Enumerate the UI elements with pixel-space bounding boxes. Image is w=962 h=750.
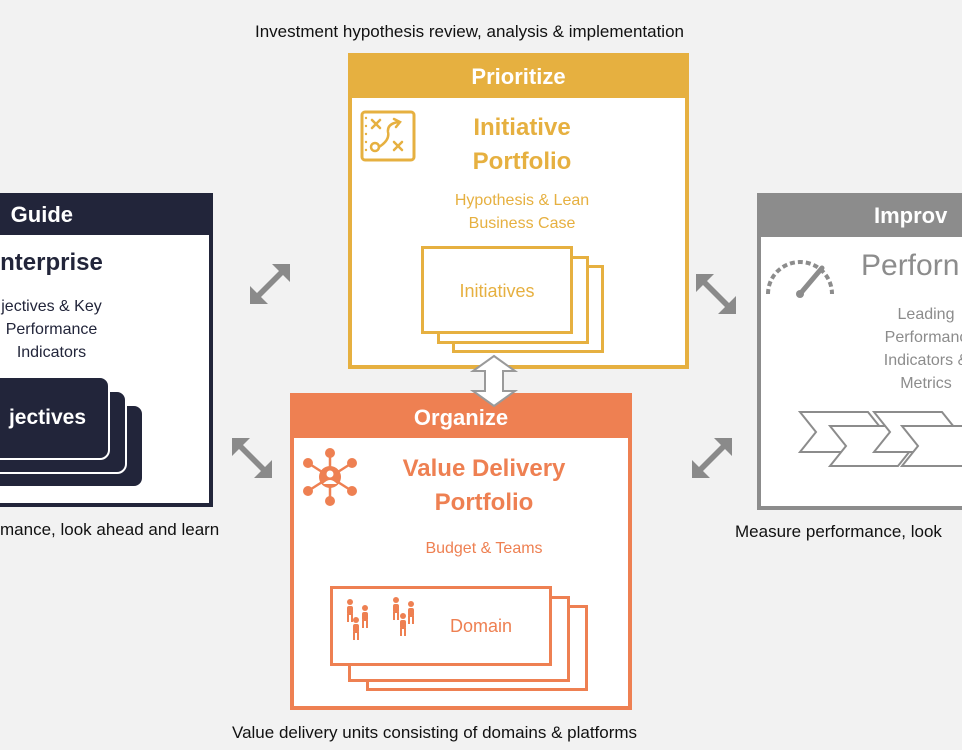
guide-card-front: jectives — [0, 376, 110, 460]
improve-header: Improv — [757, 193, 962, 237]
improve-desc-line2: Performanc — [884, 329, 962, 346]
prioritize-desc: Hypothesis & Lean Business Case — [422, 189, 622, 235]
caption-top: Investment hypothesis review, analysis &… — [255, 22, 684, 41]
guide-desc-line2: Performance — [5, 321, 98, 338]
diagonal-arrow-top-right — [696, 274, 736, 314]
prioritize-title-line1: Initiative — [473, 114, 571, 141]
caption-left: mance, look ahead and learn — [0, 520, 220, 539]
strategy-plan-icon — [360, 110, 416, 162]
guide-title: nterprise — [0, 249, 103, 276]
prioritize-header-label: Prioritize — [471, 64, 566, 89]
chevron-process-icon — [797, 411, 962, 467]
organize-header: Organize — [290, 393, 632, 438]
prioritize-desc-line2: Business Case — [468, 215, 576, 232]
improve-desc-line3: Indicators & — [883, 352, 962, 369]
organize-title-line2: Portfolio — [434, 489, 534, 516]
caption-bottom: Value delivery units consisting of domai… — [232, 723, 638, 742]
diagonal-arrow-bottom-left — [232, 438, 272, 478]
organize-title: Value Delivery Portfolio — [374, 452, 594, 520]
improve-desc-line4: Metrics — [900, 375, 952, 392]
domain-card-label: Domain — [449, 616, 513, 636]
improve-title: Perforn — [861, 249, 960, 282]
prioritize-header: Prioritize — [348, 53, 689, 98]
people-group-icon — [347, 597, 414, 640]
improve-desc: Leading Performanc Indicators & Metrics — [851, 303, 962, 395]
guide-desc-line3: Indicators — [16, 344, 87, 361]
improve-header-label: Improv — [874, 203, 948, 228]
prioritize-title: Initiative Portfolio — [442, 111, 602, 179]
caption-right: Measure performance, look — [735, 522, 942, 541]
prioritize-title-line2: Portfolio — [472, 148, 572, 175]
guide-card-label: jectives — [8, 406, 86, 429]
diagonal-arrow-top-left — [250, 264, 290, 304]
organize-title-line1: Value Delivery — [402, 455, 566, 482]
guide-header-label: Guide — [10, 202, 73, 227]
vertical-double-arrow — [469, 354, 519, 408]
improve-desc-line1: Leading — [897, 306, 955, 323]
prioritize-desc-line1: Hypothesis & Lean — [454, 192, 590, 209]
guide-desc: jectives & Key Performance Indicators — [0, 295, 119, 364]
network-people-icon — [303, 448, 357, 506]
guide-header: Guide — [0, 193, 213, 235]
initiatives-card-front: Initiatives — [421, 246, 573, 334]
guide-desc-line1: jectives & Key — [1, 298, 102, 315]
initiatives-card-label: Initiatives — [459, 281, 535, 301]
organize-desc: Budget & Teams — [425, 540, 543, 557]
organize-header-label: Organize — [413, 405, 509, 430]
diagonal-arrow-bottom-right — [692, 438, 732, 478]
speedometer-icon — [766, 260, 834, 298]
